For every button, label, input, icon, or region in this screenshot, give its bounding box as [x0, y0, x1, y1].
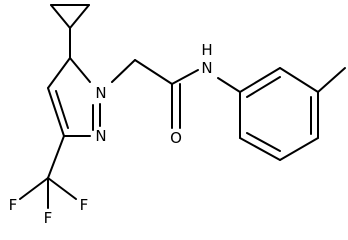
amide-h-label: H	[201, 41, 212, 59]
tolyl-ring	[239, 67, 346, 161]
carbonyl-o-label: O	[170, 129, 182, 147]
pyrazole-n1-label: N	[95, 84, 106, 102]
fluorine-3-label: F	[44, 209, 53, 227]
cyclopropyl-group	[50, 4, 90, 59]
structure-canvas: N N N H O F F F	[9, 4, 346, 227]
pyrazole-ring	[47, 57, 101, 137]
pyrazole-n2-label: N	[95, 127, 106, 145]
molecule-drawing: N N N H O F F F	[9, 4, 346, 227]
acetamide-linker	[111, 59, 241, 129]
fluorine-2-label: F	[80, 196, 89, 214]
amide-n-label: N	[201, 59, 212, 77]
atom-labels: N N N H O F F F	[9, 41, 213, 227]
fluorine-1-label: F	[9, 196, 18, 214]
trifluoromethyl-group	[19, 135, 77, 209]
